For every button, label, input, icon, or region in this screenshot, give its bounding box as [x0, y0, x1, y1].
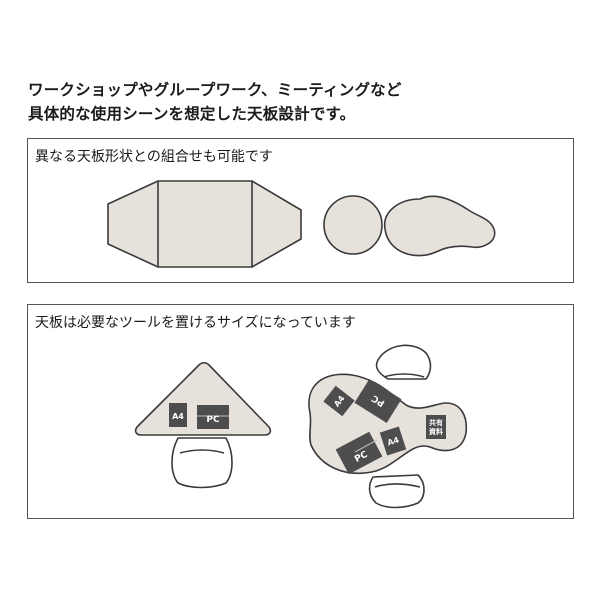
hexagon-tabletop [107, 180, 302, 268]
headline-line-1: ワークショップやグループワーク、ミーティングなど [28, 81, 402, 99]
a4-paper-peanut-bottom [379, 426, 407, 456]
tabletop-tools-illustration: A4 PC A4 PC PC A4 共有 資料 [134, 344, 468, 509]
pc-triangle [197, 405, 229, 429]
panel-caption-tools: 天板は必要なツールを置けるサイズになっています [35, 315, 356, 331]
label-shared-documents-1: 共有 [429, 418, 443, 427]
pc-peanut-top [354, 379, 402, 423]
a4-paper-peanut-top [323, 385, 355, 417]
chair-peanut-top [375, 344, 432, 380]
a4-paper-triangle [169, 403, 187, 427]
tabletop-shapes-panel: 異なる天板形状との組合せも可能です [27, 138, 574, 283]
peanut-tabletop [384, 195, 496, 257]
tabletop-tools-panel: 天板は必要なツールを置けるサイズになっています [27, 304, 574, 519]
panel-caption-shapes: 異なる天板形状との組合せも可能です [35, 149, 273, 165]
headline-line-2: 具体的な使用シーンを想定した天板設計です。 [28, 105, 356, 123]
label-pc-triangle: PC [206, 415, 220, 425]
label-a4-triangle: A4 [172, 412, 184, 421]
label-shared-documents-2: 資料 [429, 427, 443, 436]
tabletop-shapes-illustration [107, 180, 496, 268]
chair-peanut-bottom [368, 474, 425, 509]
chair-triangle-table [171, 437, 233, 489]
label-a4-peanut-bottom: A4 [386, 435, 400, 447]
round-tabletop [323, 195, 383, 255]
headline: ワークショップやグループワーク、ミーティングなど 具体的な使用シーンを想定した天… [28, 78, 578, 126]
pc-peanut-bottom [335, 431, 383, 475]
shared-documents [426, 415, 446, 439]
